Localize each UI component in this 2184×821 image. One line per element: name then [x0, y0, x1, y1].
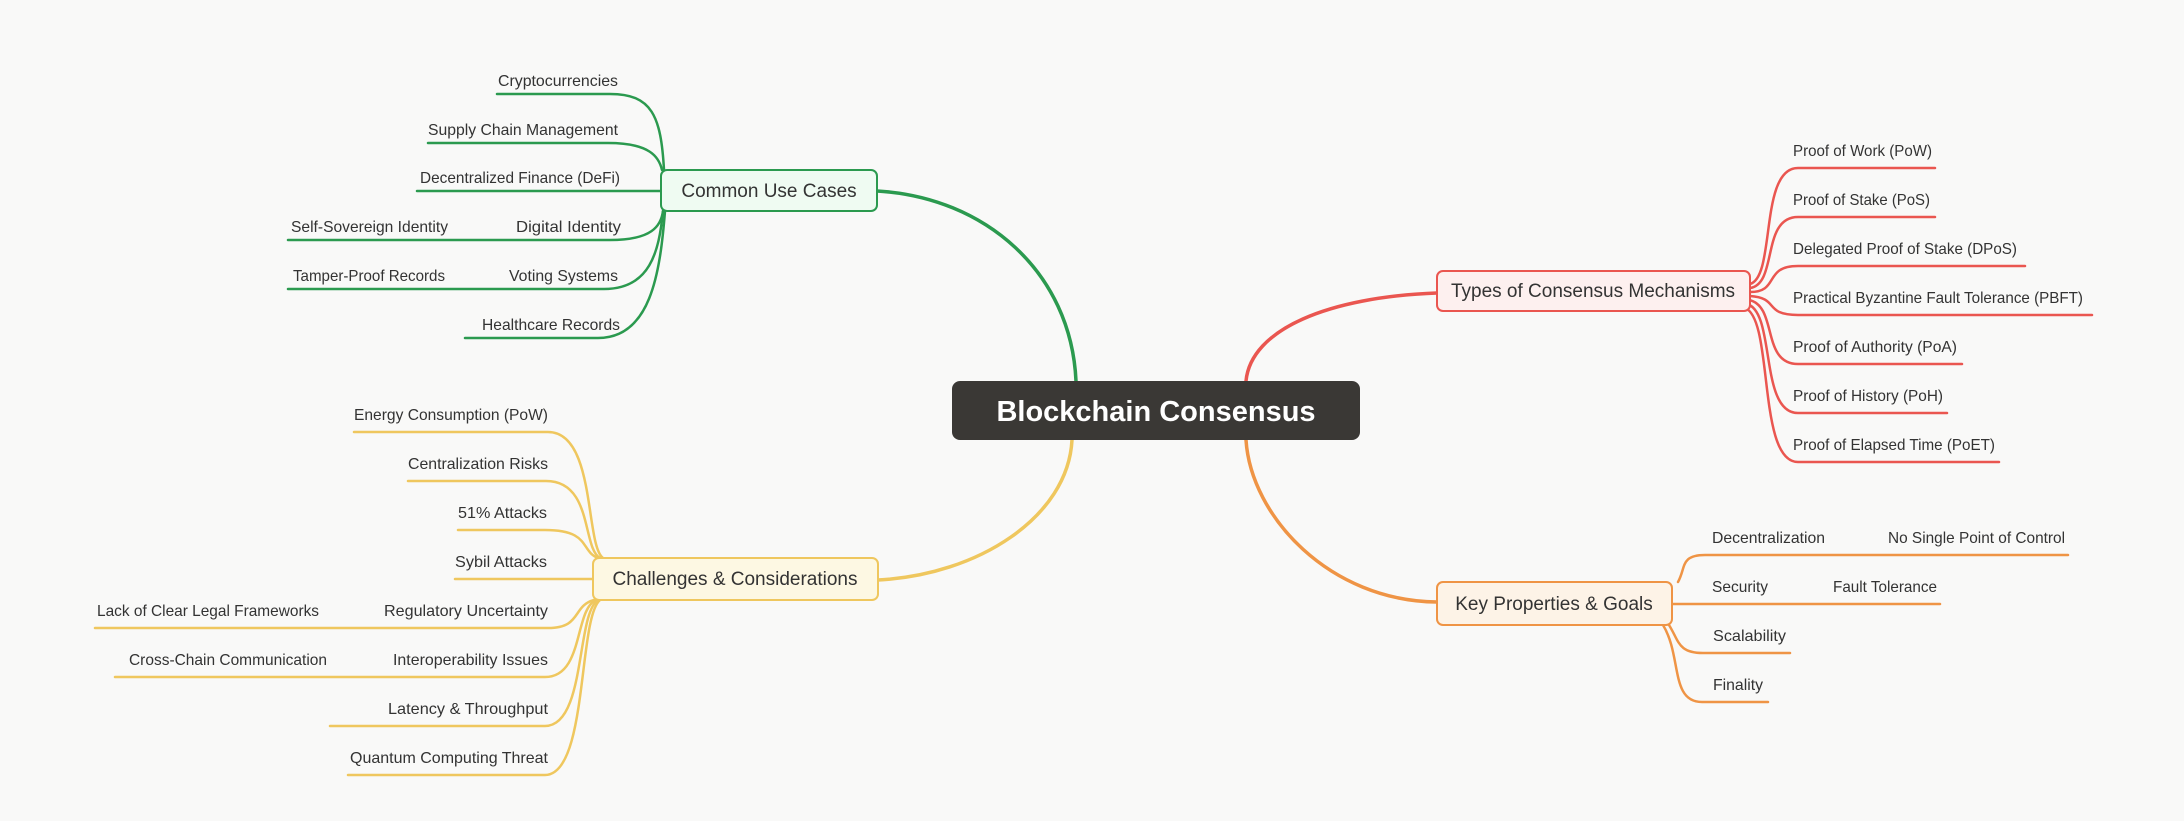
edge-main-types [1244, 291, 1439, 383]
leaf-quantum-computing-threat: Quantum Computing Threat [350, 750, 549, 767]
leaf-decentralized-finance: Decentralized Finance (DeFi) [420, 170, 620, 187]
leaf-proof-of-authority: Proof of Authority (PoA) [1793, 339, 1957, 356]
leaf-proof-of-elapsed-time: Proof of Elapsed Time (PoET) [1793, 437, 1995, 454]
edge-latency-throughput [328, 598, 600, 728]
edge-poa [1747, 298, 1964, 366]
node-challenges-label: Challenges & Considerations [612, 569, 857, 590]
edge-main-challenges [876, 438, 1074, 582]
leaf-pbft: Practical Byzantine Fault Tolerance (PBF… [1793, 290, 2083, 307]
edge-main-properties [1244, 438, 1439, 604]
edge-healthcare-records [463, 209, 667, 340]
edge-decentralization [1676, 553, 2070, 584]
leaf-interoperability-issues: Interoperability Issues [393, 652, 548, 669]
leaf-energy-consumption: Energy Consumption (PoW) [354, 407, 548, 424]
edge-pow [1748, 166, 1937, 286]
edge-poh [1745, 302, 1949, 415]
edge-energy-consumption [352, 430, 605, 560]
edge-scalability [1667, 623, 1792, 655]
node-key-properties [1436, 581, 1673, 626]
edge-quantum-computing [346, 598, 602, 777]
edge-supply-chain [426, 141, 664, 172]
node-common-use-cases-label: Common Use Cases [681, 181, 856, 202]
leaf-proof-of-stake: Proof of Stake (PoS) [1793, 192, 1930, 209]
leaf-decentralization: Decentralization [1712, 530, 1825, 547]
leaf-finality: Finality [1713, 677, 1763, 694]
edge-cryptocurrencies [495, 92, 666, 172]
edge-pbft [1748, 294, 2094, 317]
leaf-digital-identity: Digital Identity [516, 219, 621, 236]
leaf-51-attacks: 51% Attacks [458, 505, 547, 522]
leaf-security: Security [1712, 579, 1768, 596]
leaf-supply-chain-management: Supply Chain Management [428, 122, 619, 139]
leaf-sybil-attacks: Sybil Attacks [455, 554, 547, 571]
node-challenges [592, 557, 879, 601]
node-types-of-consensus [1436, 270, 1751, 312]
center-node-label: Blockchain Consensus [996, 396, 1315, 428]
edge-poet [1743, 306, 2001, 464]
edge-51-attacks [456, 528, 600, 560]
edge-dpos [1748, 264, 2027, 294]
leaf-regulatory-uncertainty: Regulatory Uncertainty [384, 603, 548, 620]
branch-properties: Decentralization No Single Point of Cont… [1436, 530, 2070, 704]
leaf-fault-tolerance: Fault Tolerance [1833, 579, 1937, 596]
leaf-delegated-proof-of-stake: Delegated Proof of Stake (DPoS) [1793, 241, 2017, 258]
branch-use-cases: Cryptocurrencies Supply Chain Management… [286, 73, 878, 340]
leaf-proof-of-history: Proof of History (PoH) [1793, 388, 1943, 405]
leaf-voting-systems: Voting Systems [509, 268, 618, 285]
center-node-box [952, 381, 1360, 440]
leaf-tamper-proof-records: Tamper-Proof Records [293, 268, 445, 285]
node-common-use-cases [660, 169, 878, 212]
leaf-lack-of-clear-legal-frameworks: Lack of Clear Legal Frameworks [97, 603, 319, 620]
leaf-cross-chain-communication: Cross-Chain Communication [129, 652, 327, 669]
leaf-no-single-point-of-control: No Single Point of Control [1888, 530, 2065, 547]
leaf-scalability: Scalability [1713, 628, 1786, 645]
leaf-latency-throughput: Latency & Throughput [388, 701, 549, 718]
edge-finality [1661, 623, 1770, 704]
edge-main-use-cases [875, 189, 1078, 383]
leaf-healthcare-records: Healthcare Records [482, 317, 620, 334]
center-node: Blockchain Consensus [952, 381, 1360, 440]
leaf-cryptocurrencies: Cryptocurrencies [498, 73, 618, 90]
edge-pos [1748, 215, 1937, 290]
leaf-centralization-risks: Centralization Risks [408, 456, 548, 473]
branch-types: Proof of Work (PoW) Proof of Stake (PoS)… [1436, 143, 2094, 464]
leaf-proof-of-work: Proof of Work (PoW) [1793, 143, 1932, 160]
branch-challenges: Energy Consumption (PoW) Centralization … [93, 407, 879, 777]
edge-centralization-risks [406, 479, 602, 560]
node-key-properties-label: Key Properties & Goals [1455, 594, 1652, 615]
edge-voting-systems [286, 209, 665, 291]
node-types-of-consensus-label: Types of Consensus Mechanisms [1451, 281, 1735, 302]
edge-interoperability-issues [113, 598, 598, 679]
edge-regulatory-uncertainty [93, 598, 596, 630]
leaf-self-sovereign-identity: Self-Sovereign Identity [291, 219, 448, 236]
